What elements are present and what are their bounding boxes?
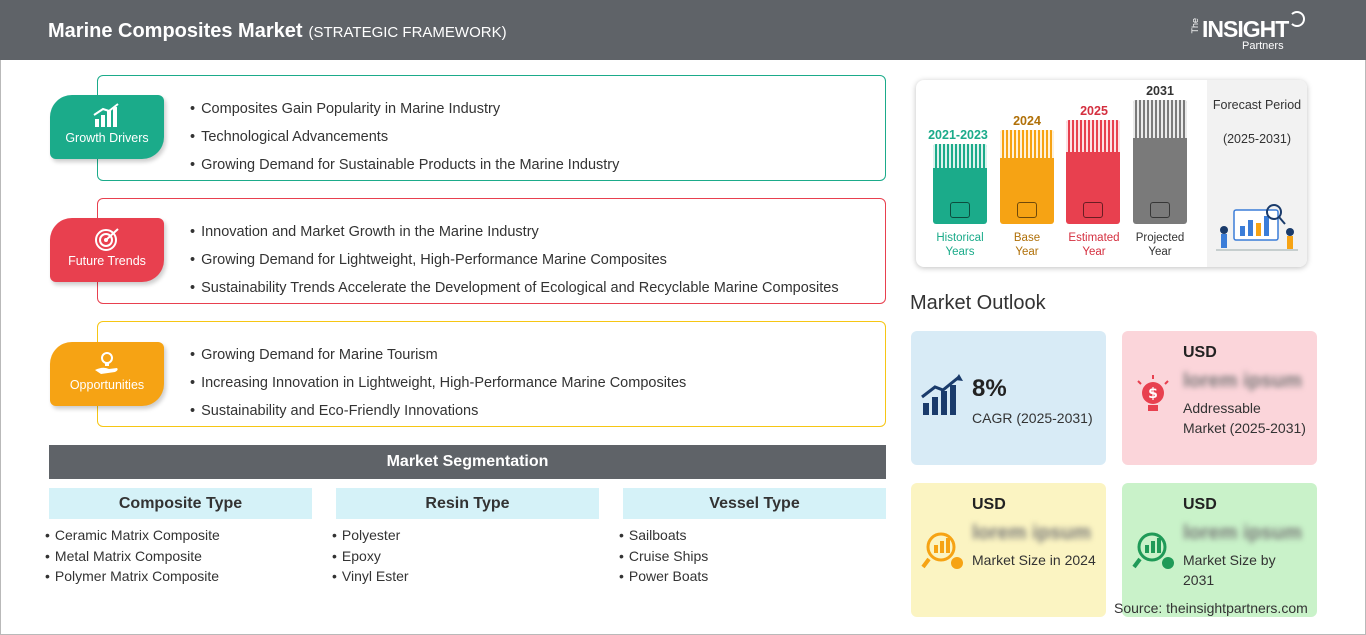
- segment-resin-type: Resin Type Polyester Epoxy Vinyl Ester: [336, 488, 599, 587]
- source-link[interactable]: Source: theinsightpartners.com: [1114, 600, 1308, 616]
- growth-drivers-badge: Growth Drivers: [50, 95, 164, 159]
- opportunities-box: Growing Demand for Marine Tourism Increa…: [97, 321, 886, 427]
- list-item: Vinyl Ester: [332, 566, 599, 587]
- market-size-2024-card: USD lorem ipsum Market Size in 2024: [911, 483, 1106, 617]
- addressable-currency: USD: [1183, 344, 1217, 361]
- size2031-value-blurred: lorem ipsum: [1183, 522, 1302, 544]
- size2031-currency: USD: [1183, 496, 1217, 513]
- logo-partners: Partners: [1242, 40, 1284, 52]
- growth-drivers-label: Growth Drivers: [65, 131, 149, 145]
- list-item: Growing Demand for Sustainable Products …: [190, 151, 619, 179]
- opportunities-badge: Opportunities: [50, 342, 164, 406]
- future-trends-list: Innovation and Market Growth in the Mari…: [190, 218, 839, 302]
- opportunities-list: Growing Demand for Marine Tourism Increa…: [190, 341, 686, 425]
- addressable-market-card: $ USD lorem ipsum Addressable Market (20…: [1122, 331, 1317, 465]
- list-item: Sustainability Trends Accelerate the Dev…: [190, 274, 839, 302]
- list-item: Increasing Innovation in Lightweight, Hi…: [190, 369, 686, 397]
- timeline-bar-historical: [933, 144, 987, 224]
- clock-icon: [950, 202, 970, 218]
- cagr-card: 8% CAGR (2025-2031): [911, 331, 1106, 465]
- list-item: Polymer Matrix Composite: [45, 566, 312, 587]
- title-text: Marine Composites Market: [48, 20, 303, 42]
- list-item: Cruise Ships: [619, 546, 886, 567]
- title-subtitle: (STRATEGIC FRAMEWORK): [308, 24, 507, 41]
- opportunities-label: Opportunities: [69, 378, 145, 392]
- size2024-label: Market Size in 2024: [972, 552, 1096, 568]
- forecast-title: Forecast Period: [1212, 98, 1302, 112]
- market-forecast-icon: [1132, 532, 1174, 569]
- timeline-bar-estimated: [1066, 120, 1120, 224]
- segment-composite-type: Composite Type Ceramic Matrix Composite …: [49, 488, 312, 587]
- list-item: Growing Demand for Marine Tourism: [190, 341, 686, 369]
- list-item: Sailboats: [619, 525, 886, 546]
- cagr-label: CAGR (2025-2031): [972, 410, 1093, 426]
- future-trends-box: Innovation and Market Growth in the Mari…: [97, 198, 886, 304]
- forecast-period: (2025-2031): [1222, 132, 1292, 146]
- list-item: Ceramic Matrix Composite: [45, 525, 312, 546]
- page-title: Marine Composites Market (STRATEGIC FRAME…: [48, 20, 507, 43]
- growth-drivers-list: Composites Gain Popularity in Marine Ind…: [190, 95, 619, 179]
- addressable-label: Addressable Market (2025-2031): [1183, 400, 1306, 436]
- market-size-icon: [921, 532, 963, 569]
- size2031-label: Market Size by 2031: [1183, 552, 1276, 588]
- timeline-year: 2021-2023: [928, 128, 988, 142]
- lightbulb-hand-icon: [95, 352, 118, 374]
- list-item: Innovation and Market Growth in the Mari…: [190, 218, 839, 246]
- logo-arc-icon: [1289, 11, 1305, 27]
- segment-heading: Composite Type: [49, 488, 312, 519]
- list-item: Composites Gain Popularity in Marine Ind…: [190, 95, 619, 123]
- header-bar: Marine Composites Market (STRATEGIC FRAME…: [0, 0, 1366, 60]
- market-segmentation-bar: Market Segmentation: [49, 445, 886, 479]
- calendar-icon: [1017, 202, 1037, 218]
- size2024-value-blurred: lorem ipsum: [972, 522, 1091, 544]
- dollar-bulb-icon: $: [1137, 375, 1169, 411]
- gear-chart-icon: [1083, 202, 1103, 218]
- market-outlook-title: Market Outlook: [910, 292, 1046, 314]
- segment-heading: Vessel Type: [623, 488, 886, 519]
- analytics-illustration-icon: [1216, 204, 1298, 251]
- list-item: Epoxy: [332, 546, 599, 567]
- list-item: Power Boats: [619, 566, 886, 587]
- segment-heading: Resin Type: [336, 488, 599, 519]
- addressable-value-blurred: lorem ipsum: [1183, 370, 1302, 392]
- list-item: Growing Demand for Lightweight, High-Per…: [190, 246, 839, 274]
- cagr-value: 8%: [972, 375, 1007, 402]
- target-icon: [95, 228, 119, 251]
- size2024-currency: USD: [972, 496, 1006, 513]
- segment-vessel-type: Vessel Type Sailboats Cruise Ships Power…: [623, 488, 886, 587]
- list-item: Sustainability and Eco-Friendly Innovati…: [190, 397, 686, 425]
- list-item: Technological Advancements: [190, 123, 619, 151]
- timeline-bar-base: [1000, 130, 1054, 224]
- future-trends-badge: Future Trends: [50, 218, 164, 282]
- insight-partners-logo: The INSIGHT Partners: [1190, 10, 1310, 54]
- segment-list: Sailboats Cruise Ships Power Boats: [619, 525, 886, 587]
- presentation-icon: [1150, 202, 1170, 218]
- timeline-bar-projected: [1133, 100, 1187, 224]
- list-item: Polyester: [332, 525, 599, 546]
- bar-chart-growth-icon: [93, 103, 119, 127]
- svg-text:$: $: [1148, 386, 1158, 402]
- list-item: Metal Matrix Composite: [45, 546, 312, 567]
- market-size-2031-card: USD lorem ipsum Market Size by 2031: [1122, 483, 1317, 617]
- growth-drivers-box: Composites Gain Popularity in Marine Ind…: [97, 75, 886, 181]
- logo-insight: INSIGHT: [1202, 16, 1289, 42]
- timeline-year: 2025: [1080, 104, 1108, 118]
- segment-list: Polyester Epoxy Vinyl Ester: [332, 525, 599, 587]
- segment-list: Ceramic Matrix Composite Metal Matrix Co…: [45, 525, 312, 587]
- timeline-year: 2031: [1146, 84, 1174, 98]
- future-trends-label: Future Trends: [68, 254, 146, 268]
- timeline-year: 2024: [1013, 114, 1041, 128]
- growth-chart-icon: [921, 374, 963, 415]
- logo-the: The: [1190, 18, 1200, 34]
